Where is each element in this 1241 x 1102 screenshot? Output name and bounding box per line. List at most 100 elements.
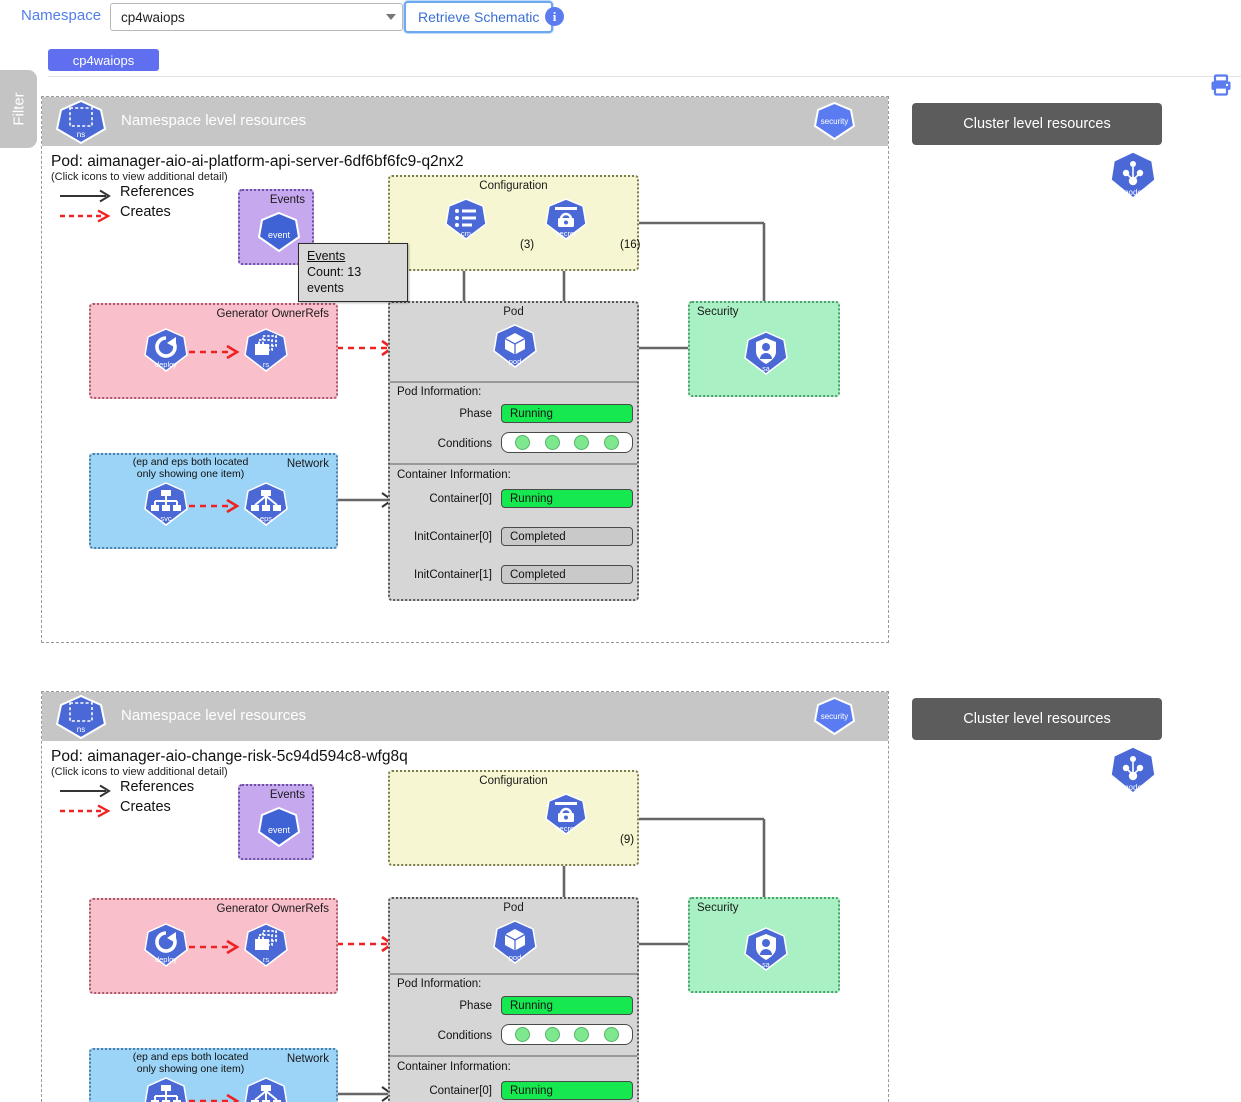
network-note: (ep and eps both located only showing on… [91, 1051, 290, 1075]
event-icon[interactable]: event [257, 211, 301, 253]
legend-creates-label: Creates [120, 204, 171, 220]
serviceaccount-icon[interactable]: sa [743, 926, 789, 972]
configmap-icon[interactable]: cm [444, 197, 488, 241]
pod-subtitle: (Click icons to view additional detail) [51, 766, 228, 778]
node-icon[interactable]: node [1108, 150, 1158, 200]
svg-text:ns: ns [77, 725, 85, 734]
cluster-level-resources-button-2[interactable]: Cluster level resources [912, 698, 1162, 740]
retrieve-schematic-button[interactable]: Retrieve Schematic [404, 1, 554, 33]
group-events: Events event [238, 784, 314, 860]
legend-references-label: References [120, 779, 195, 795]
container-information-heading: Container Information: [397, 469, 511, 481]
creates-arrow [189, 1093, 240, 1102]
service-icon[interactable]: svc [143, 481, 189, 527]
legend-references: References [60, 779, 194, 798]
network-note-line1: (ep and eps both located [132, 1051, 249, 1063]
panel-title: Namespace level resources [121, 112, 307, 129]
container-0-label: Container[0] [429, 1085, 492, 1097]
conditions-value [501, 1024, 633, 1045]
panel-header: ns Namespace level resources security [42, 97, 888, 146]
group-pod-label: Pod [503, 306, 524, 318]
divider [390, 973, 637, 975]
svg-text:event: event [268, 230, 291, 240]
divider [390, 381, 637, 383]
initcontainer-1-value: Completed [501, 565, 633, 584]
event-icon[interactable]: event [257, 806, 301, 848]
filter-tab-label: Filter [10, 92, 27, 126]
svg-text:deploy: deploy [155, 955, 177, 964]
cluster-level-resources-button-1[interactable]: Cluster level resources [912, 103, 1162, 145]
pod-subtitle: (Click icons to view additional detail) [51, 171, 228, 183]
condition-dot [574, 1027, 590, 1042]
group-network-label: Network [286, 458, 329, 470]
container-0-value: Running [501, 489, 633, 508]
legend-creates-label: Creates [120, 799, 171, 815]
pod-icon[interactable]: pod [492, 919, 538, 965]
group-pod: Pod pod Pod Information: Phase Running C… [388, 301, 639, 601]
replicaset-icon[interactable]: rs [243, 327, 289, 373]
svg-text:pod: pod [509, 953, 522, 962]
service-icon[interactable]: svc [143, 1076, 189, 1102]
initcontainer-0-label: InitContainer[0] [414, 531, 492, 543]
serviceaccount-icon[interactable]: sa [743, 330, 789, 376]
deployment-icon[interactable]: deploy [143, 922, 189, 968]
svg-text:svc: svc [160, 514, 172, 523]
replicaset-icon[interactable]: rs [243, 922, 289, 968]
secret-count: (9) [620, 834, 635, 846]
svg-text:node: node [1124, 188, 1142, 197]
svg-text:rs: rs [263, 955, 269, 964]
creates-arrow [189, 344, 240, 360]
condition-dot [574, 435, 590, 450]
divider [48, 76, 1241, 77]
endpointslice-icon[interactable]: eps [243, 1076, 289, 1102]
namespace-chip[interactable]: cp4waiops [48, 49, 159, 71]
ns-icon[interactable]: ns [55, 694, 107, 740]
svg-text:cm: cm [461, 229, 471, 238]
pod-icon[interactable]: pod [492, 323, 538, 369]
secret-icon[interactable]: secret [544, 792, 588, 836]
container-0-label: Container[0] [429, 493, 492, 505]
security-icon[interactable]: security [813, 101, 856, 141]
condition-dot [603, 1027, 619, 1042]
phase-label: Phase [459, 1000, 492, 1012]
pod-information-heading: Pod Information: [397, 386, 482, 398]
top-toolbar: Namespace cp4waiops Retrieve Schematic i [0, 0, 1241, 36]
svg-text:rs: rs [263, 360, 269, 369]
secret-count: (16) [620, 239, 641, 251]
legend-creates: Creates [60, 799, 171, 818]
deployment-icon[interactable]: deploy [143, 327, 189, 373]
filter-tab[interactable]: Filter [0, 70, 37, 148]
svg-text:secret: secret [556, 229, 577, 238]
pod-title: Pod: aimanager-aio-ai-platform-api-serve… [51, 153, 464, 170]
initcontainer-1-label: InitContainer[1] [414, 569, 492, 581]
print-icon[interactable] [1209, 74, 1233, 96]
endpointslice-icon[interactable]: eps [243, 481, 289, 527]
namespace-panel-2: ns Namespace level resources security Po… [41, 691, 889, 1102]
phase-value: Running [501, 404, 633, 423]
namespace-label: Namespace [21, 7, 102, 24]
condition-dot [544, 1027, 560, 1042]
svg-text:pod: pod [509, 357, 522, 366]
svg-text:event: event [268, 825, 291, 835]
secret-icon[interactable]: secret [544, 197, 588, 241]
ns-icon[interactable]: ns [55, 99, 107, 145]
divider [390, 463, 637, 465]
panel-header: ns Namespace level resources security [42, 692, 888, 741]
group-configuration-label: Configuration [479, 775, 548, 787]
group-events-label: Events [269, 789, 305, 801]
svg-text:secret: secret [556, 824, 577, 833]
group-network: Network (ep and eps both located only sh… [89, 453, 338, 549]
condition-dot [603, 435, 619, 450]
info-icon[interactable]: i [545, 7, 564, 26]
namespace-select[interactable]: cp4waiops [110, 3, 403, 31]
security-icon[interactable]: security [813, 696, 856, 736]
group-security: Security sa [688, 897, 840, 993]
conditions-label: Conditions [437, 438, 492, 450]
conditions-label: Conditions [437, 1030, 492, 1042]
legend-references-label: References [120, 184, 195, 200]
chevron-down-icon [386, 14, 396, 20]
node-icon[interactable]: node [1108, 745, 1158, 795]
namespace-select-value: cp4waiops [121, 9, 185, 25]
panel-title: Namespace level resources [121, 707, 307, 724]
